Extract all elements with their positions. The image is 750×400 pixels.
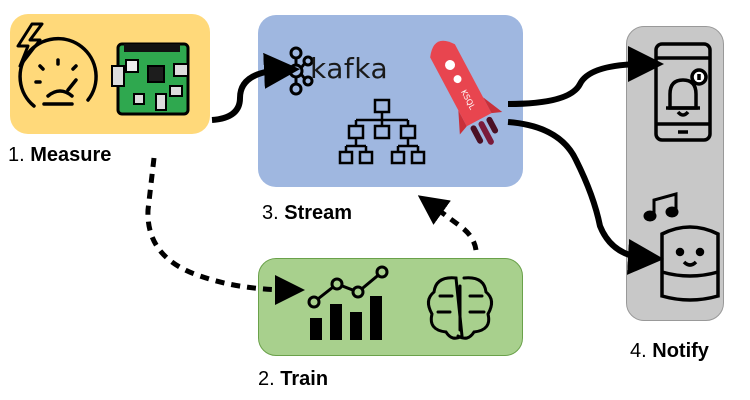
arrow-stream-to-phone <box>507 46 664 107</box>
hierarchy-tree-icon <box>338 98 426 165</box>
music-note-icon <box>643 192 679 222</box>
stream-word: Stream <box>284 202 353 224</box>
notify-word: Notify <box>652 340 709 362</box>
speedometer-icon <box>18 36 98 108</box>
smart-speaker-icon <box>660 225 720 302</box>
dashed-arrow-train-to-stream <box>417 195 479 251</box>
notify-number: 4. <box>630 340 647 362</box>
measure-number: 1. <box>8 144 25 166</box>
train-word: Train <box>280 368 329 390</box>
ksql-rocket-icon: KSQL <box>430 40 503 145</box>
brain-icon <box>427 276 493 340</box>
kafka-logo-text: kafka <box>310 52 389 85</box>
stream-number: 3. <box>262 202 279 224</box>
kafka-logo-icon <box>288 46 314 96</box>
notify-label: 4. Notify <box>630 340 709 363</box>
train-label: 2. Train <box>258 368 328 391</box>
train-number: 2. <box>258 368 275 390</box>
arrow-stream-to-speaker <box>507 119 664 275</box>
arrow-measure-to-stream <box>211 52 300 123</box>
measure-label: 1. Measure <box>8 144 111 167</box>
dashed-arrow-measure-to-train <box>145 157 305 305</box>
raspberry-pi-board-icon <box>111 42 190 116</box>
measure-word: Measure <box>30 144 112 166</box>
train-box <box>258 258 523 356</box>
chart-icon <box>307 265 389 340</box>
stream-label: 3. Stream <box>262 202 352 225</box>
phone-bell-icon <box>654 42 712 142</box>
